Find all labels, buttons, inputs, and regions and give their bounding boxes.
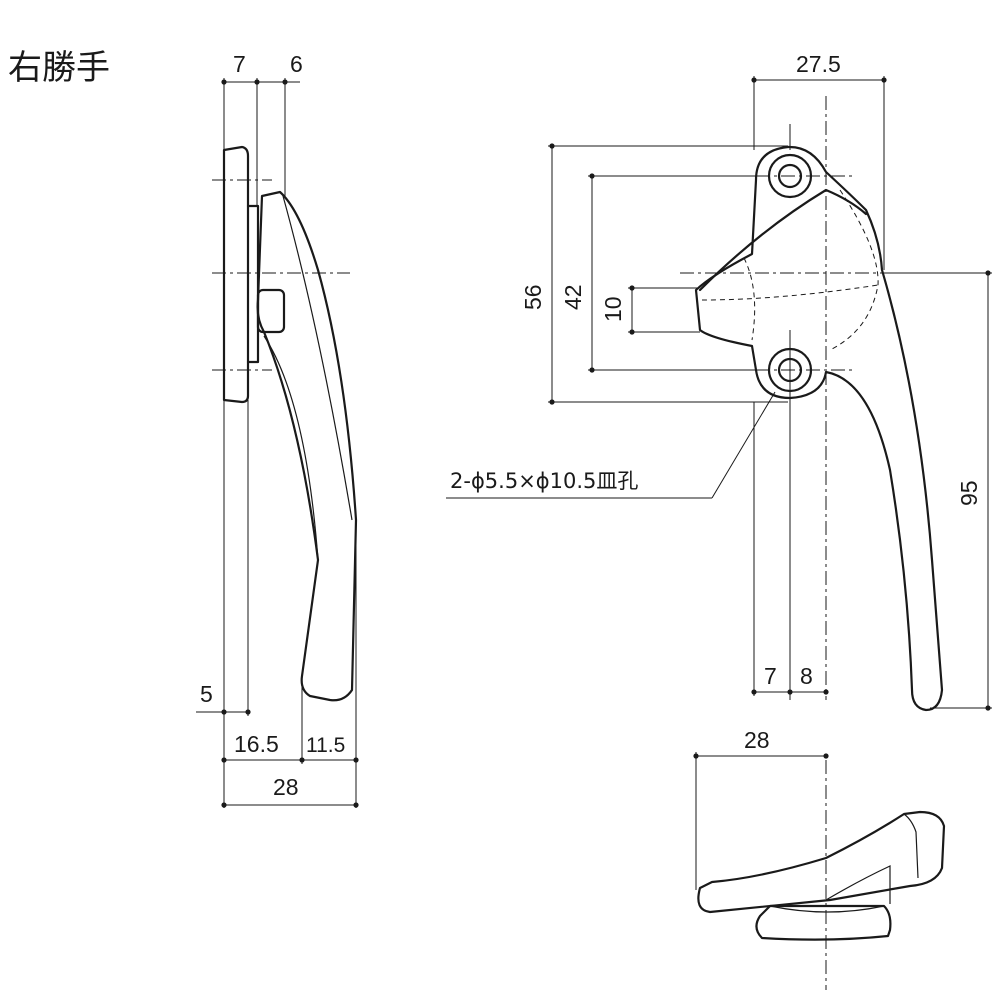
front-dim-dot: [629, 285, 635, 291]
side-dim-bottom-b: 11.5: [306, 734, 345, 757]
side-spacer: [246, 204, 260, 364]
front-dim-dot: [823, 689, 829, 695]
front-dim-overall-height: 95: [956, 480, 982, 506]
side-handle: [256, 190, 358, 702]
front-dim-dot: [629, 329, 635, 335]
front-handle-body: [694, 145, 944, 712]
front-dim-nub-height: 10: [600, 296, 626, 322]
front-dim-dot: [985, 270, 991, 276]
bottom-view: 28: [693, 727, 946, 990]
side-dim-dot: [221, 79, 227, 85]
side-base-plate: [222, 145, 250, 404]
side-dim-dot: [221, 757, 227, 763]
side-dim-dot: [221, 802, 227, 808]
side-dim-overall: 28: [273, 774, 299, 800]
front-dim-dot: [589, 367, 595, 373]
bottom-lever: [697, 810, 946, 914]
side-dim-top-a: 7: [233, 51, 246, 77]
bottom-base: [755, 904, 892, 941]
bottom-base-lip: [769, 905, 885, 913]
front-hidden-line-2: [829, 189, 879, 351]
front-dim-hole-pitch: 42: [560, 284, 586, 310]
side-dim-dot: [282, 79, 288, 85]
side-dim-base: 5: [200, 681, 213, 707]
bottom-lever-ramp: [825, 865, 891, 904]
side-handle-inner-edge: [282, 195, 353, 521]
front-lever-edge: [698, 188, 868, 292]
side-dim-dot: [299, 757, 305, 763]
side-dim-dot: [353, 757, 359, 763]
front-dim-dot: [787, 689, 793, 695]
side-dim-dot: [353, 802, 359, 808]
front-dim-dot: [985, 705, 991, 711]
front-dim-bottom-b: 8: [800, 663, 813, 689]
side-knob: [256, 288, 286, 334]
front-hidden-line: [701, 284, 879, 301]
side-handle-inner-edge-2: [263, 335, 319, 561]
bottom-lever-edge: [903, 813, 919, 879]
bottom-dim-width: 28: [744, 727, 770, 753]
hole-note-leader: [711, 391, 776, 499]
front-dim-bottom-a: 7: [764, 663, 777, 689]
bottom-dim-dot: [823, 753, 829, 759]
page-title: 右勝手: [8, 48, 110, 88]
front-dim-dot: [751, 77, 757, 83]
bottom-dim-dot: [693, 753, 699, 759]
side-view: 7 6 5 16.5 11.5 28: [196, 51, 359, 808]
front-dim-dot: [549, 143, 555, 149]
front-hidden-line-3: [743, 257, 756, 341]
front-view: 27.5 56 42 10 95 7 8: [446, 51, 992, 712]
front-dim-dot: [549, 399, 555, 405]
front-dim-dot: [881, 77, 887, 83]
front-dim-top-width: 27.5: [796, 51, 841, 77]
side-dim-dot: [254, 79, 260, 85]
front-dim-dot: [751, 689, 757, 695]
hole-note: 2-ϕ5.5×ϕ10.5皿孔: [450, 469, 638, 493]
front-dim-dot: [589, 173, 595, 179]
side-dim-bottom-a: 16.5: [234, 731, 279, 757]
side-dim-dot: [245, 709, 251, 715]
front-dim-outer-height: 56: [520, 284, 546, 310]
side-dim-top-b: 6: [290, 51, 303, 77]
